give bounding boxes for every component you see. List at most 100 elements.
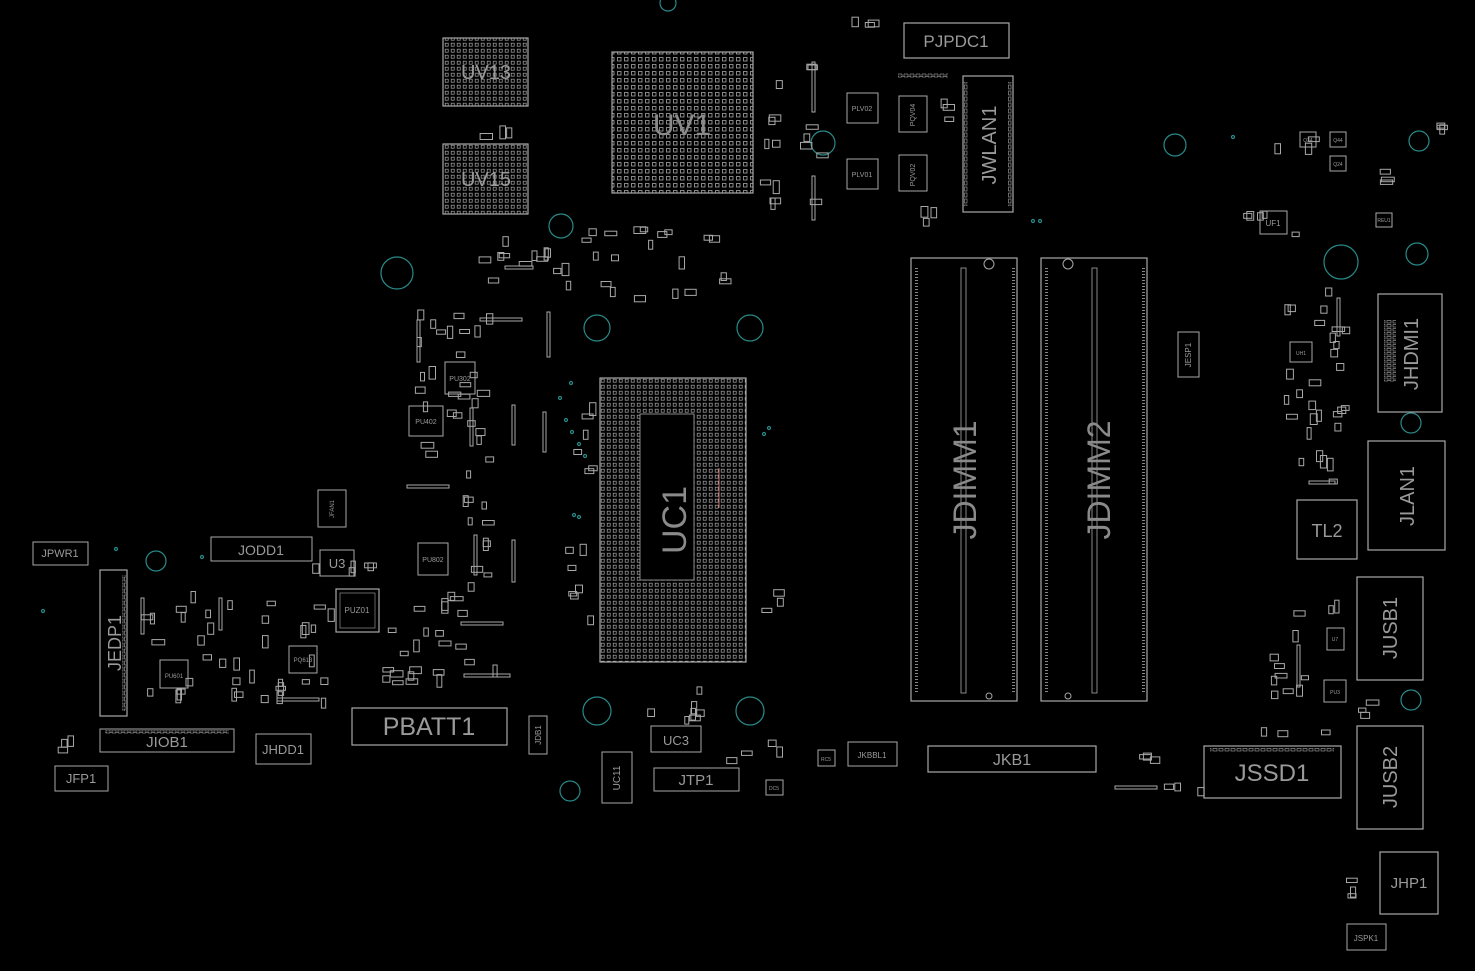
connector-jkbbl1[interactable]: JKBBL1: [847, 741, 898, 767]
passive-part: [466, 470, 472, 479]
chip-uv1[interactable]: UV1: [611, 51, 754, 194]
connector-jtp1[interactable]: JTP1: [653, 767, 740, 792]
passive-part: [678, 256, 685, 270]
passive-part: [940, 98, 948, 109]
passive-part: [633, 295, 647, 303]
connector-jfp1[interactable]: JFP1: [54, 765, 109, 792]
passive-part: [399, 650, 409, 657]
passive-part: [1329, 332, 1336, 343]
part-rc5[interactable]: RC5: [817, 749, 836, 767]
passive-part: [497, 252, 505, 261]
connector-jusb2[interactable]: JUSB2: [1356, 725, 1424, 830]
chip-uc11[interactable]: UC11: [601, 751, 633, 804]
connector-strip: [504, 265, 534, 270]
connector-jfan1[interactable]: JFAN1: [317, 489, 347, 528]
mosfet-pqv02[interactable]: PQV02: [898, 154, 928, 192]
chip-uv15[interactable]: UV15: [442, 143, 529, 215]
connector-pjpdc1[interactable]: PJPDC1: [898, 22, 1010, 78]
chip-pu802[interactable]: PU802: [417, 542, 449, 576]
passive-part: [277, 682, 285, 696]
slot-jdimm1[interactable]: JDIMM1: [910, 257, 1018, 702]
transistor-q34[interactable]: Q34: [1299, 131, 1317, 148]
connector-jiob1[interactable]: JIOB1: [99, 728, 235, 753]
passive-part: [417, 309, 425, 321]
chip-uc1[interactable]: UC1: [599, 377, 747, 663]
chip-u7[interactable]: U7: [1326, 627, 1345, 651]
passive-part: [672, 288, 679, 299]
connector-jhp1[interactable]: JHP1: [1379, 851, 1439, 915]
svg-text:JKBBL1: JKBBL1: [858, 751, 887, 760]
passive-part: [471, 398, 479, 409]
connector-jedp1[interactable]: JEDP1: [99, 569, 128, 717]
passive-part: [930, 207, 938, 219]
connector-jusb1[interactable]: JUSB1: [1356, 576, 1424, 681]
passive-part: [1243, 212, 1253, 219]
slot-jdimm2[interactable]: JDIMM2: [1040, 257, 1148, 702]
passive-part: [261, 615, 270, 624]
connector-jodd1[interactable]: JODD1: [210, 536, 313, 562]
connector-jwlan1[interactable]: JWLAN1: [962, 75, 1014, 213]
svg-text:UC11: UC11: [612, 765, 623, 790]
mounting-hole: [1400, 412, 1422, 434]
connector-jssd1[interactable]: JSSD1: [1203, 745, 1342, 799]
passive-part: [190, 591, 196, 604]
mounting-hole: [1323, 244, 1359, 280]
transformer-tl2[interactable]: TL2: [1296, 499, 1358, 560]
chip-uc3[interactable]: UC3: [650, 725, 702, 753]
passive-part: [1330, 348, 1339, 358]
mosfet-pqv04[interactable]: PQV04: [898, 95, 928, 133]
svg-text:PBATT1: PBATT1: [383, 713, 476, 741]
connector-jesp1[interactable]: JESP1: [1177, 331, 1200, 378]
chip-pu302[interactable]: PU302: [444, 361, 476, 395]
transistor-q24[interactable]: Q24: [1329, 155, 1347, 172]
passive-part: [275, 685, 286, 691]
passive-part: [708, 235, 721, 243]
svg-text:REU1: REU1: [1377, 218, 1391, 224]
svg-text:TL2: TL2: [1311, 521, 1342, 541]
chip-pu601[interactable]: PU601: [159, 659, 189, 689]
connector-jhdmi1[interactable]: JHDMI1: [1377, 293, 1443, 413]
passive-part: [432, 669, 445, 676]
passive-part: [1336, 363, 1345, 371]
passive-part: [266, 600, 276, 607]
svg-text:JKB1: JKB1: [993, 752, 1031, 769]
chip-pu402[interactable]: PU402: [408, 405, 444, 437]
passive-part: [233, 657, 240, 671]
connector-strip: [463, 673, 511, 678]
passive-components: [57, 16, 1448, 899]
connector-pbatt1[interactable]: PBATT1: [351, 707, 508, 746]
svg-text:JSPK1: JSPK1: [1354, 934, 1379, 943]
passive-part: [1293, 610, 1306, 617]
connector-jlan1[interactable]: JLAN1: [1367, 440, 1446, 551]
connector-jkb1[interactable]: JKB1: [927, 745, 1097, 773]
chip-uv13[interactable]: UV13: [442, 37, 529, 107]
passive-part: [1334, 599, 1340, 614]
passive-part: [553, 267, 562, 275]
chip-puz01[interactable]: PUZ01: [335, 588, 380, 633]
chip-uh1[interactable]: UH1: [1289, 341, 1313, 363]
passive-part: [1316, 450, 1324, 463]
mosfet-pq613[interactable]: PQ613: [288, 645, 318, 674]
passive-part: [405, 678, 419, 685]
connector-jpwr1[interactable]: JPWR1: [32, 541, 89, 566]
part-reu1[interactable]: REU1: [1375, 212, 1393, 228]
uv15-label: UV15: [461, 169, 511, 191]
connector-jhdd1[interactable]: JHDD1: [255, 733, 312, 765]
connector-jdb1[interactable]: JDB1: [528, 715, 548, 755]
passive-part: [759, 179, 772, 186]
passive-part: [1380, 176, 1395, 183]
passive-part: [506, 127, 513, 139]
chip-pu3[interactable]: PU3: [1323, 679, 1347, 703]
part-dc5[interactable]: DC5: [765, 779, 784, 796]
passive-part: [1197, 787, 1205, 797]
chip-uf1[interactable]: UF1: [1259, 210, 1288, 235]
inductor-plv02[interactable]: PLV02: [846, 92, 879, 124]
chip-u3[interactable]: U3: [319, 549, 355, 577]
passive-part: [1320, 305, 1328, 314]
passive-part: [1321, 729, 1331, 736]
connector-jspk1[interactable]: JSPK1: [1346, 923, 1387, 951]
inductor-plv01[interactable]: PLV01: [846, 158, 879, 190]
passive-part: [231, 687, 237, 702]
transistor-q44[interactable]: Q44: [1329, 131, 1347, 148]
passive-part: [486, 313, 494, 325]
